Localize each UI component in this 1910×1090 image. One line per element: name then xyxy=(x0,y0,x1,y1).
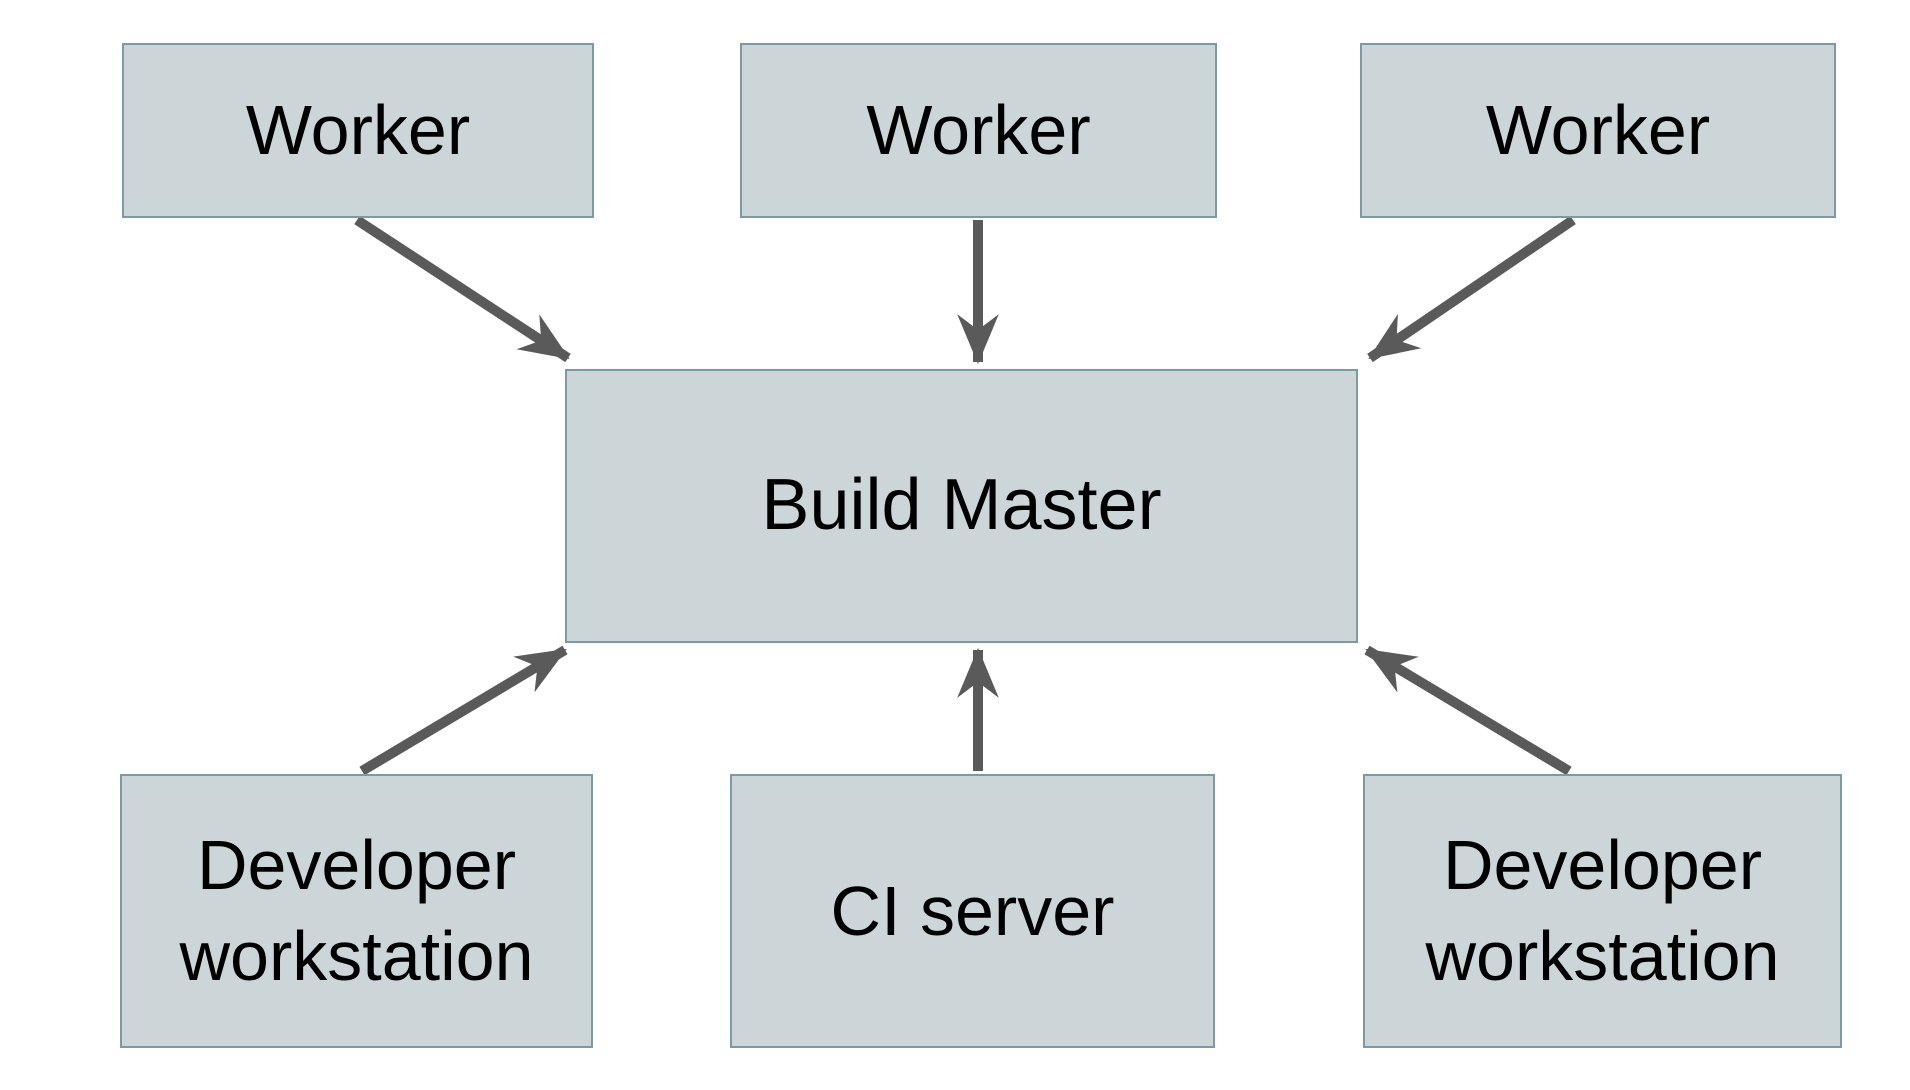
node-ci-server-label: CI server xyxy=(830,871,1115,950)
node-dev-workstation-1-label: Developer workstation xyxy=(179,826,534,995)
node-worker-3: Worker xyxy=(1360,43,1836,218)
node-dev-workstation-2-label: Developer workstation xyxy=(1425,826,1780,995)
node-worker-3-label: Worker xyxy=(1485,91,1711,169)
node-worker-1-label: Worker xyxy=(245,91,471,169)
node-build-master-label: Build Master xyxy=(761,465,1162,546)
node-build-master: Build Master xyxy=(565,369,1358,643)
edge-worker3-to-buildmaster xyxy=(1367,215,1576,363)
edge-devworkstation2-to-buildmaster xyxy=(1364,645,1572,776)
node-worker-2: Worker xyxy=(740,43,1217,218)
edge-devworkstation1-to-buildmaster xyxy=(359,645,568,776)
edge-worker1-to-buildmaster xyxy=(354,215,571,363)
node-dev-workstation-2: Developer workstation xyxy=(1363,774,1842,1048)
node-dev-workstation-1: Developer workstation xyxy=(120,774,593,1048)
node-worker-1: Worker xyxy=(122,43,594,218)
node-ci-server: CI server xyxy=(730,774,1215,1048)
node-worker-2-label: Worker xyxy=(866,91,1091,169)
